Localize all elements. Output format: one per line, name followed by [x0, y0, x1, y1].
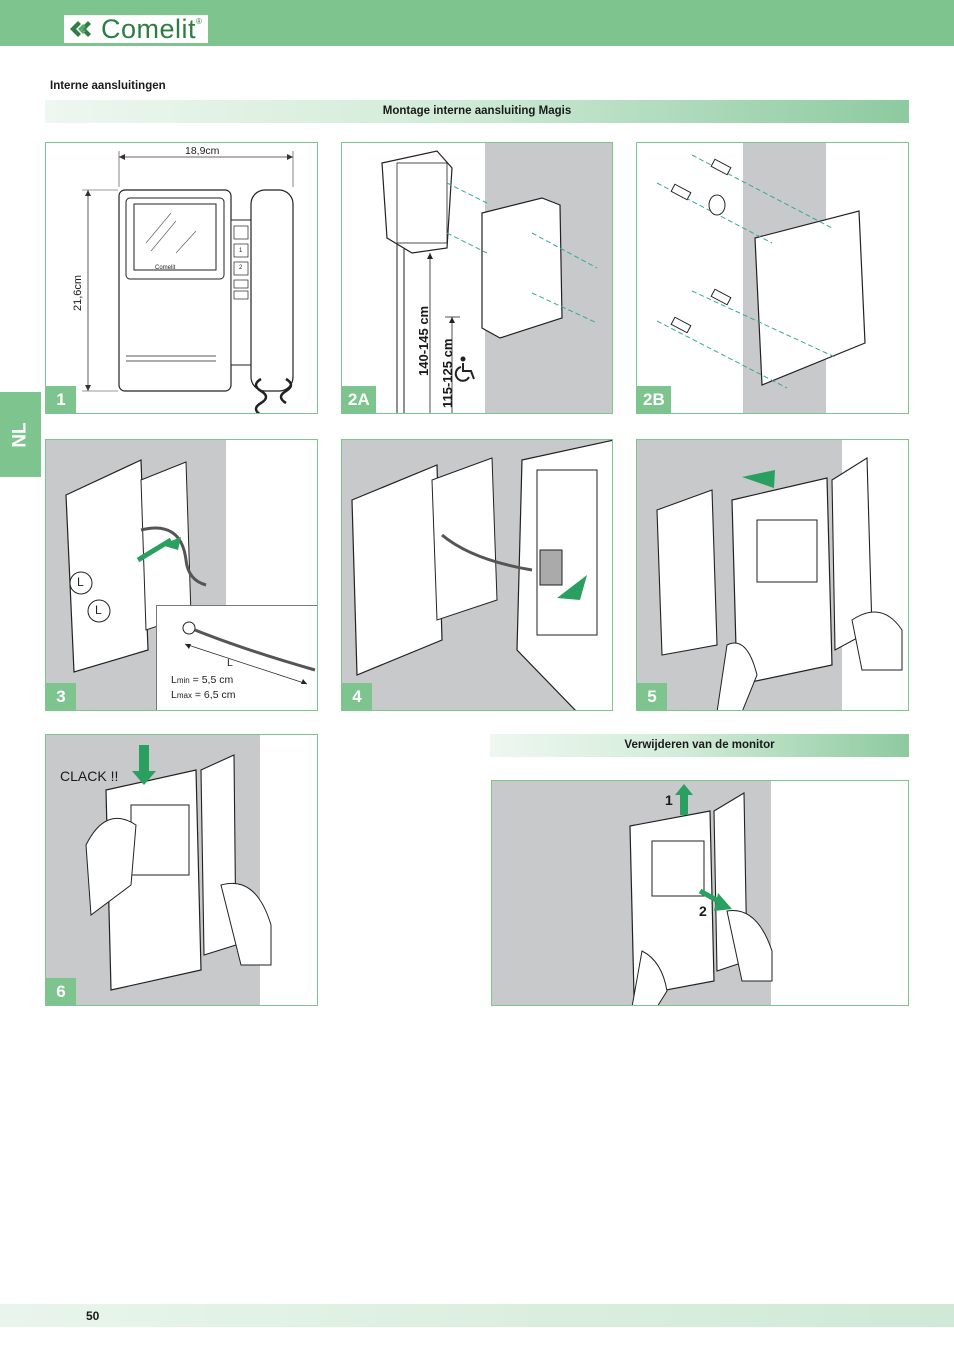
- page-number: 50: [86, 1309, 100, 1323]
- clack-label: CLACK !!: [60, 768, 119, 784]
- cable-length-label: L: [227, 657, 233, 669]
- step-2b-panel: 2B: [636, 142, 909, 414]
- wall-plate-screws-drawing: [656, 154, 866, 389]
- lmax-prefix: L: [171, 689, 177, 701]
- cable-detail-inset: L Lmin = 5,5 cm Lmax = 6,5 cm: [156, 605, 317, 710]
- connector-drawing: [351, 440, 612, 710]
- wheelchair-icon: [454, 356, 475, 382]
- height-dimension: 21,6cm: [72, 274, 84, 311]
- step-1-panel: 18,9cm 21,6cm Comelit 1 2 1: [45, 142, 318, 414]
- length-marker-icon: [87, 599, 111, 623]
- remove-step-2: 2: [699, 903, 707, 919]
- step-number: 2B: [637, 386, 671, 413]
- language-tab-label: NL: [9, 421, 31, 448]
- monitor-brand-label: Comelit: [155, 265, 176, 271]
- lmin-prefix: L: [171, 674, 177, 686]
- cable-min-length: Lmin = 5,5 cm: [171, 674, 233, 686]
- width-dimension: 18,9cm: [185, 145, 220, 157]
- header-bar: Comelit ®: [0, 0, 954, 46]
- brand-name: Comelit: [101, 14, 197, 44]
- step-3-panel: L L L Lmin = 5,5 cm Lmax = 6,5 cm 3: [45, 439, 318, 711]
- brand-logo: Comelit ®: [64, 15, 208, 43]
- cable-detail-drawing: [182, 621, 316, 685]
- monitor-button-2: 2: [239, 265, 243, 271]
- lmin-sub: min: [176, 676, 190, 685]
- remove-step-1: 1: [665, 792, 673, 808]
- cable-max-length: Lmax = 6,5 cm: [171, 689, 235, 701]
- length-marker-label: L: [77, 575, 84, 589]
- place-monitor-drawing: [656, 457, 903, 710]
- monitor-dimensions-drawing: [82, 151, 294, 413]
- install-heading: Montage interne aansluiting Magis: [45, 100, 909, 123]
- mounting-height-drawing: [381, 150, 598, 413]
- remove-monitor-drawing: [629, 784, 773, 1005]
- click-monitor-drawing: [85, 745, 272, 991]
- monitor-button-1: 1: [239, 248, 243, 254]
- step-6-panel: CLACK !! 6: [45, 734, 318, 1006]
- brand-reg: ®: [196, 17, 202, 26]
- footer-bar: 50: [0, 1304, 954, 1327]
- section-title: Interne aansluitingen: [50, 80, 166, 92]
- lmin-value: = 5,5 cm: [189, 674, 234, 686]
- step-number: 6: [46, 978, 76, 1005]
- remove-monitor-panel: 1 2: [491, 780, 909, 1006]
- step-4-panel: 4: [341, 439, 613, 711]
- remove-heading: Verwijderen van de monitor: [490, 734, 909, 757]
- step-number: 3: [46, 683, 76, 710]
- step-number: 5: [637, 683, 667, 710]
- lmax-value: = 6,5 cm: [191, 689, 236, 701]
- comelit-mark-icon: [70, 21, 91, 37]
- length-marker-icon: [69, 571, 93, 595]
- language-tab: NL: [0, 392, 41, 477]
- step-5-panel: 5: [636, 439, 909, 711]
- mount-height-accessible: 115-125 cm: [440, 338, 455, 408]
- step-2a-panel: 140-145 cm 115-125 cm 2A: [341, 142, 613, 414]
- step-number: 1: [46, 386, 76, 413]
- lmax-sub: max: [176, 691, 192, 700]
- step-number: 4: [342, 683, 372, 710]
- mount-height-standard: 140-145 cm: [416, 305, 431, 376]
- length-marker-label: L: [95, 603, 102, 617]
- step-number: 2A: [342, 386, 376, 413]
- cable-connection-drawing: [65, 459, 207, 673]
